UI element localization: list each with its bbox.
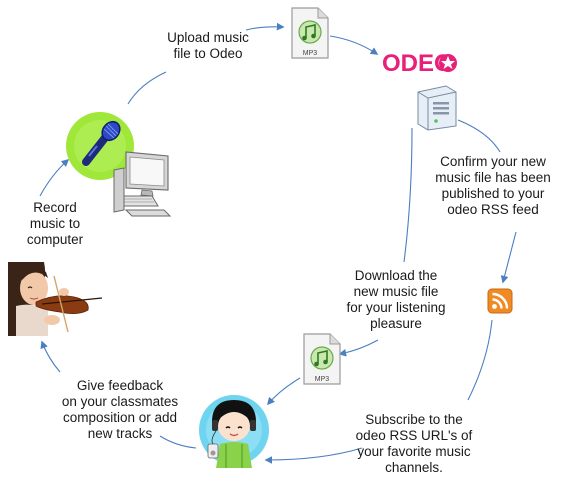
step-subscribe-label: Subscribe to the odeo RSS URL's of your …: [344, 412, 484, 476]
step-record-label: Record music to computer: [20, 200, 90, 248]
arrow-odeo-to-confirm: [457, 119, 501, 153]
arrow-mp3-to-listener: [266, 377, 301, 406]
arrow-download-to-mp3: [338, 339, 379, 357]
arrow-listener-to-feedback: [159, 435, 197, 449]
arrow-mp3-to-odeo: [329, 35, 379, 55]
rss-feed-icon: [487, 288, 513, 319]
confirm-line-1: Confirm your new: [440, 154, 546, 169]
step-upload-label: Upload music file to Odeo: [158, 30, 258, 62]
desktop-computer-icon: [112, 148, 174, 223]
confirm-line-4: odeo RSS feed: [447, 202, 539, 217]
listener-girl-icon: [196, 392, 272, 475]
arrow-rss-to-subscribe: [467, 319, 493, 401]
record-line-2: music to: [29, 216, 81, 231]
arrow-upload-to-mp3: [245, 22, 285, 31]
feedback-line-2: on your classmates: [61, 394, 179, 409]
mp3-label: MP3: [315, 376, 330, 383]
download-line-1: Download the: [354, 268, 438, 283]
subscribe-line-4: channels.: [385, 460, 443, 475]
upload-line-2: file to Odeo: [173, 46, 243, 61]
step-feedback-label: Give feedback on your classmates composi…: [50, 378, 190, 442]
violinist-photo: [8, 262, 104, 341]
confirm-line-2: music file has been: [435, 170, 551, 185]
arrow-mic-to-upload: [127, 71, 167, 105]
feedback-line-3: composition or add: [62, 410, 178, 425]
arrow-server-to-download: [403, 127, 413, 263]
odeo-logo: ODEO: [380, 46, 460, 85]
mp3-file-icon: MP3: [290, 6, 330, 65]
server-icon: [412, 82, 460, 137]
subscribe-line-3: your favorite music: [357, 444, 471, 459]
upload-line-1: Upload music: [167, 30, 249, 45]
arrow-feedback-to-violinist: [40, 340, 61, 373]
subscribe-line-2: odeo RSS URL's of: [355, 428, 473, 443]
record-line-3: computer: [26, 232, 84, 247]
microphone-icon: [64, 110, 136, 187]
feedback-line-1: Give feedback: [76, 378, 164, 393]
subscribe-line-1: Subscribe to the: [365, 412, 463, 427]
download-line-3: for your listening: [346, 300, 446, 315]
feedback-line-4: new tracks: [87, 426, 153, 441]
step-confirm-label: Confirm your new music file has been pub…: [424, 154, 562, 218]
step-download-label: Download the new music file for your lis…: [336, 268, 456, 332]
arrow-confirm-to-rss: [500, 231, 517, 284]
record-line-1: Record: [33, 200, 77, 215]
download-line-2: new music file: [353, 284, 439, 299]
arrow-subscribe-to-listener: [264, 447, 363, 464]
download-line-4: pleasure: [370, 316, 422, 331]
mp3-label: MP3: [303, 50, 318, 57]
arrow-record-to-mic: [39, 158, 70, 197]
mp3-download-icon: MP3: [302, 332, 342, 391]
confirm-line-3: published to your: [441, 186, 545, 201]
